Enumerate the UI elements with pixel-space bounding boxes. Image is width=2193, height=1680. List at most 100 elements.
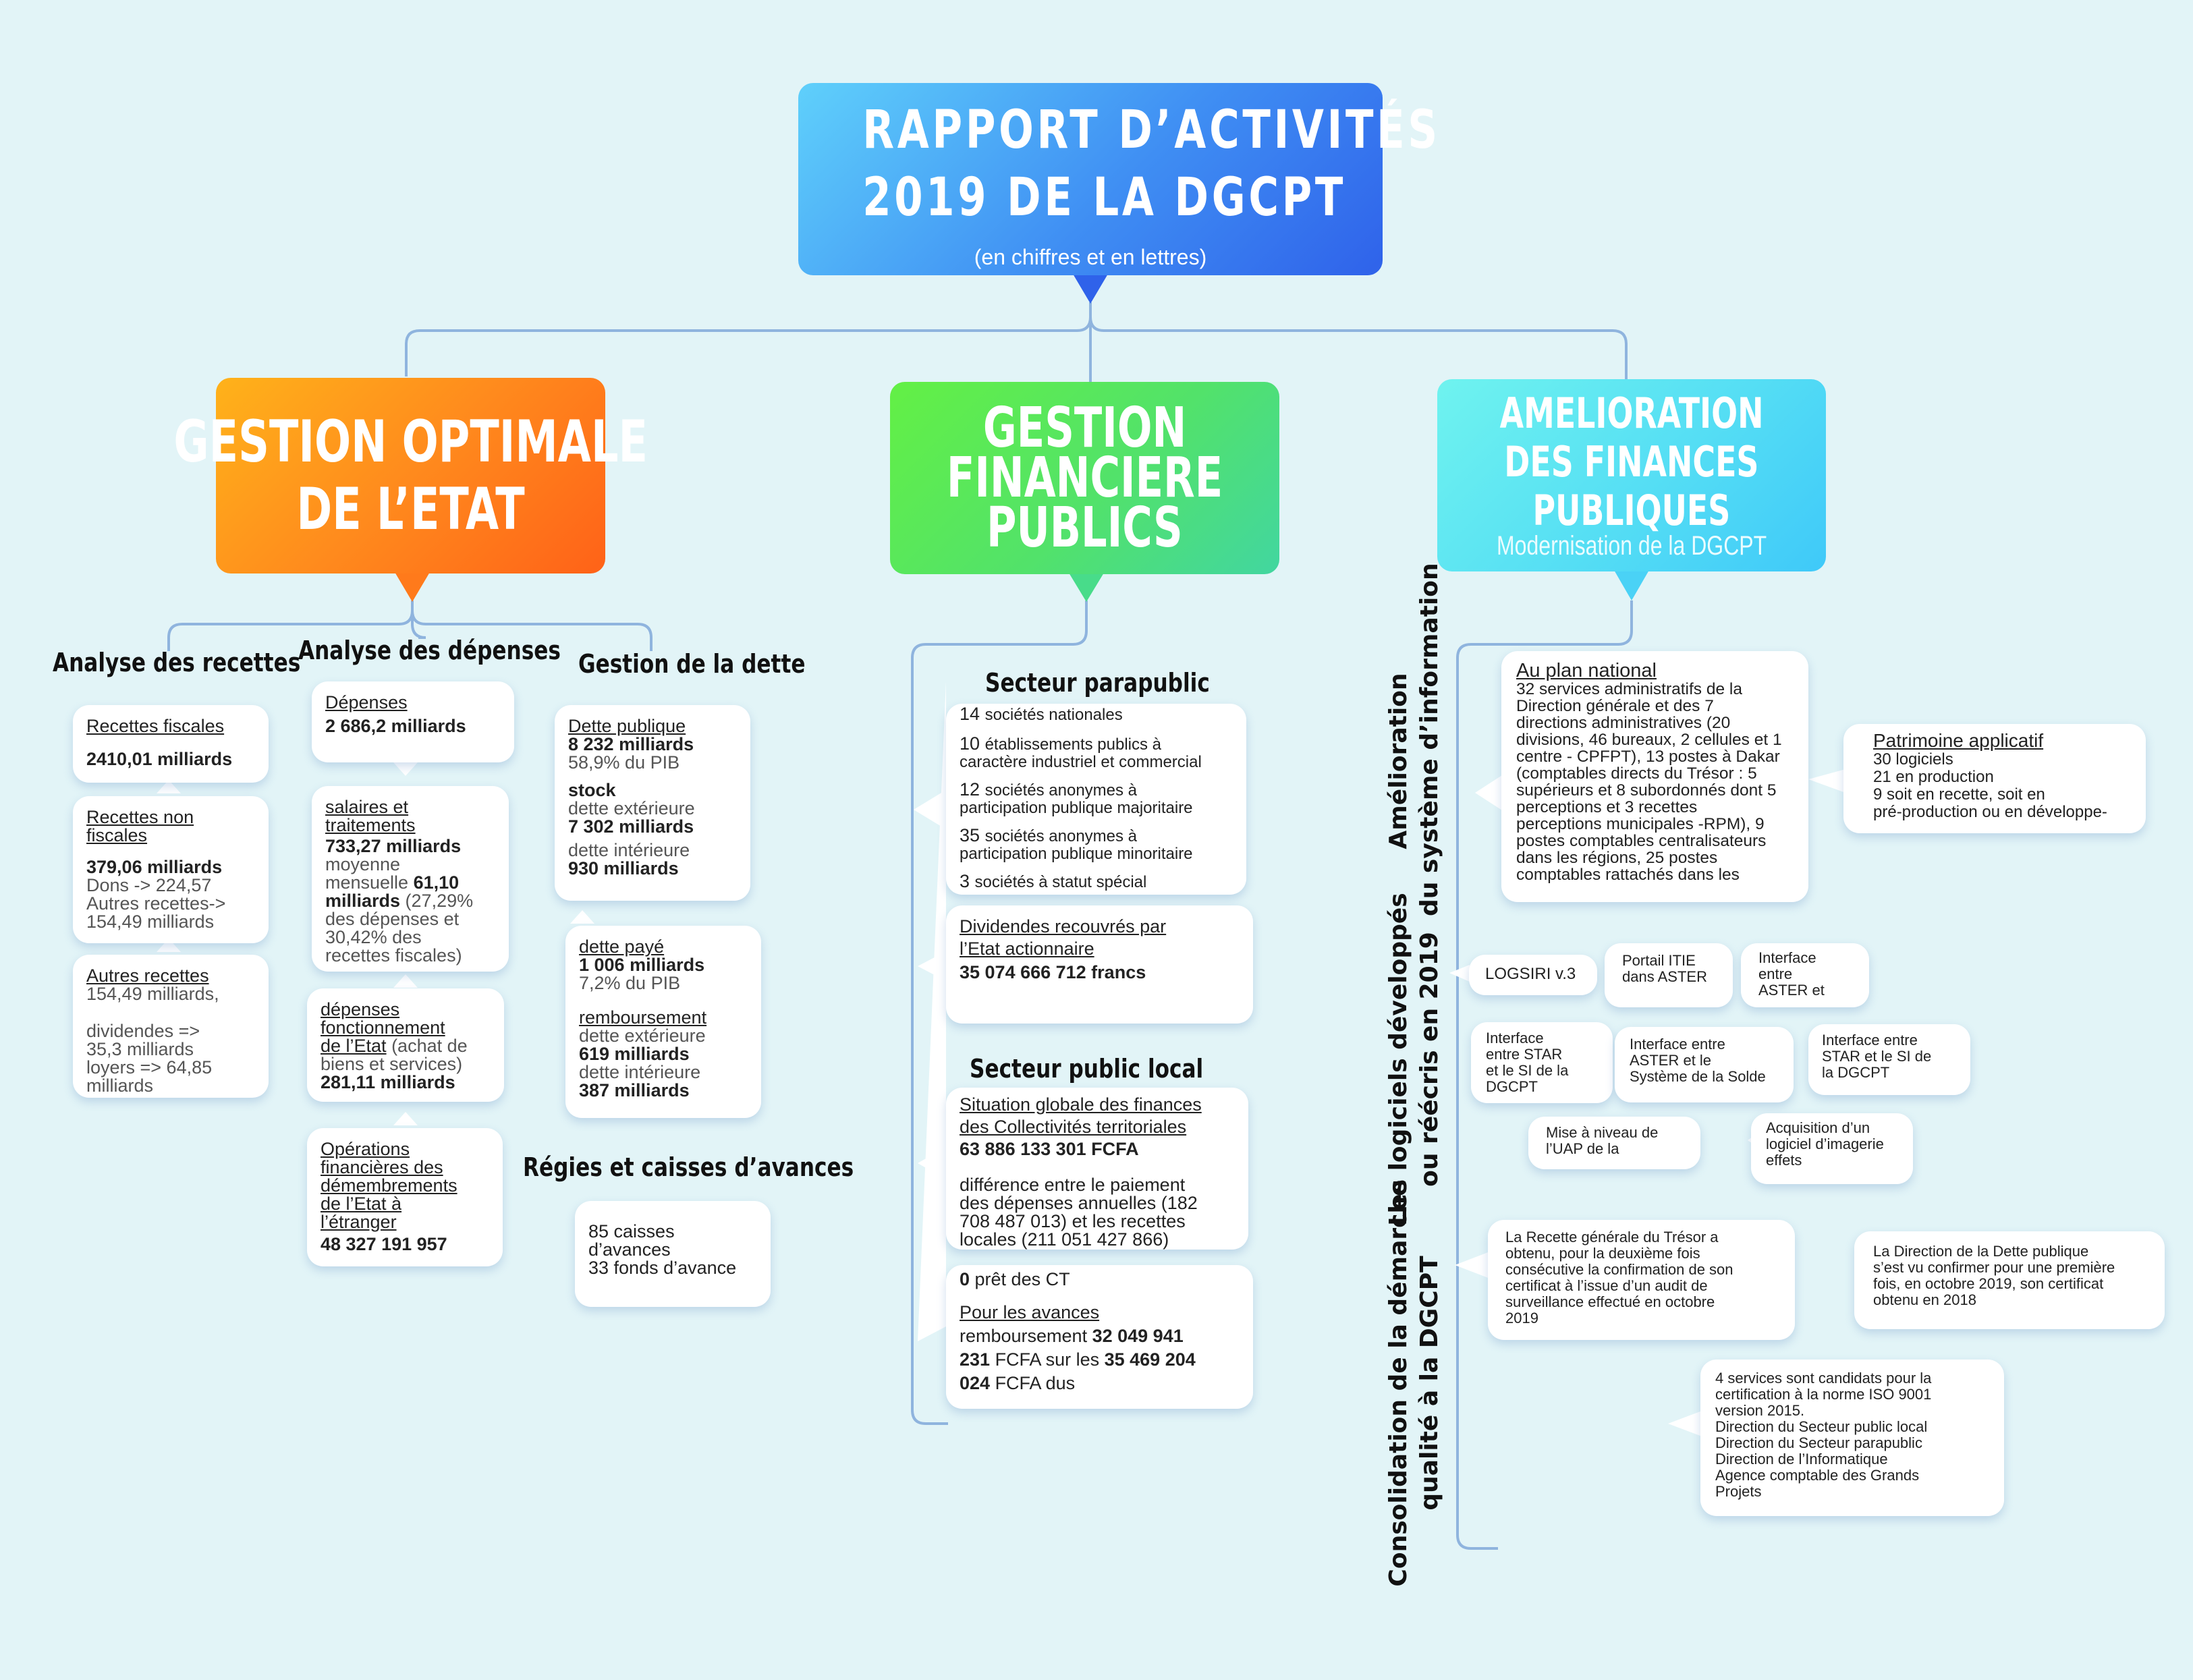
section3-line1: AMELIORATION xyxy=(1499,389,1764,438)
div-value: 35 074 666 712 francs xyxy=(960,962,1146,982)
ops-l4: de l’Etat à xyxy=(321,1194,402,1214)
ddp-line: fois, en octobre 2019, son certificat xyxy=(1873,1275,2104,1292)
para-t-1: établissements publics à xyxy=(984,735,1162,754)
iso-line: Projets xyxy=(1715,1483,1762,1500)
salaires-value: 733,27 milliards xyxy=(325,836,462,856)
iface3-l3: Système de la Solde xyxy=(1630,1068,1766,1085)
para-n-0: 14 xyxy=(960,704,980,724)
depenses-value: 2 686,2 milliards xyxy=(325,716,466,736)
salaires-label1: salaires et xyxy=(325,797,409,817)
card-dette-payee: dette payé 1 006 milliards 7,2% du PIB r… xyxy=(565,926,761,1118)
ar-l5: milliards xyxy=(86,1075,154,1096)
ar-l1: 154,49 milliards, xyxy=(86,984,219,1004)
section-amelioration: AMELIORATION DES FINANCES PUBLIQUES Mode… xyxy=(1437,379,1826,571)
iso-line: version 2015. xyxy=(1715,1402,1805,1419)
ar-l2: dividendes => xyxy=(86,1021,200,1041)
card-interface-solde: Interface entre ASTER et le Système de l… xyxy=(1615,1027,1794,1102)
paye-value: 1 006 milliards xyxy=(579,955,705,975)
national-line: perceptions municipales -RPM), 9 xyxy=(1516,815,1765,833)
sit-d4: locales (211 051 427 866) xyxy=(960,1229,1169,1250)
patri-l3: 9 soit en recette, soit en xyxy=(1873,785,2045,804)
fonct-label3b: (achat de xyxy=(386,1036,468,1056)
ops-value: 48 327 191 957 xyxy=(321,1234,447,1254)
card-iso-9001: 4 services sont candidats pour la certif… xyxy=(1700,1360,2004,1516)
rgt-line: consécutive la confirmation de son xyxy=(1505,1261,1733,1278)
salaires-l3b: (27,29% xyxy=(400,891,474,911)
card-mise-a-niveau-uap: Mise à niveau de l’UAP de la xyxy=(1528,1117,1700,1169)
national-line: dans les régions, 25 postes xyxy=(1516,849,1718,867)
v1-l2: du système d’information xyxy=(1416,563,1443,916)
main-subtitle: (en chiffres et en lettres) xyxy=(974,245,1207,269)
para-n-2: 12 xyxy=(960,779,980,800)
salaires-l2b: 61,10 xyxy=(413,872,460,893)
pret-l4c: 35 469 204 xyxy=(1104,1349,1196,1370)
para-t-3: sociétés anonymes à xyxy=(984,827,1138,845)
card-interface-star-si: Interface entre STAR et le SI de la DGCP… xyxy=(1471,1022,1613,1103)
iface1-l3: ASTER et xyxy=(1758,982,1825,999)
heading-gestion-dette: Gestion de la dette xyxy=(578,649,806,679)
ar-l4: loyers => 64,85 xyxy=(86,1057,213,1077)
rgt-line: certificat à l’issue d’un audit de xyxy=(1505,1277,1708,1294)
card-depenses: Dépenses 2 686,2 milliards xyxy=(312,681,514,762)
iso-line: Direction de l’Informatique xyxy=(1715,1451,1888,1467)
section3-line2: DES FINANCES xyxy=(1504,437,1759,486)
regies-l1: 85 caisses xyxy=(588,1221,675,1241)
para-t-4: sociétés à statut spécial xyxy=(974,873,1147,891)
card-interface-star-dgcpt: Interface entre STAR et le SI de la DGCP… xyxy=(1808,1024,1970,1095)
rnf-autres: Autres recettes-> xyxy=(86,893,226,914)
rnf-value: 379,06 milliards xyxy=(86,857,223,877)
ddp-line: La Direction de la Dette publique xyxy=(1873,1243,2089,1260)
national-line: centre - CPFPT), 13 postes à Dakar xyxy=(1516,748,1780,766)
sit-d2: des dépenses annuelles (182 xyxy=(960,1193,1198,1213)
section1-line1: GESTION OPTIMALE xyxy=(173,408,648,476)
para-t2-1: caractère industriel et commercial xyxy=(960,753,1202,771)
pret-l4b: FCFA sur les xyxy=(990,1349,1105,1370)
patri-l4: pré-production ou en développe- xyxy=(1873,803,2107,821)
iso-line: certification à la norme ISO 9001 xyxy=(1715,1386,1932,1403)
iface2-l3: et le SI de la xyxy=(1486,1062,1569,1079)
fonct-value: 281,11 milliards xyxy=(321,1072,455,1092)
iface2-l4: DGCPT xyxy=(1486,1078,1538,1095)
card-situation-globale: Situation globale des finances des Colle… xyxy=(946,1088,1248,1250)
pret-l1b: prêt des CT xyxy=(970,1269,1070,1289)
card-regies: 85 caisses d’avances 33 fonds d’avance xyxy=(575,1201,771,1307)
pret-l3b: 32 049 941 xyxy=(1092,1326,1184,1346)
section3-line3: PUBLIQUES xyxy=(1532,486,1731,535)
para-n-1: 10 xyxy=(960,733,980,754)
v3-l1: Consolidation de la démarche xyxy=(1385,1179,1412,1587)
national-line: 32 services administratifs de la xyxy=(1516,680,1742,698)
fonct-label1: dépenses xyxy=(321,999,400,1019)
ops-l5: l’étranger xyxy=(321,1212,397,1232)
iface3-l2: ASTER et le xyxy=(1630,1052,1712,1069)
dette-ext: dette extérieure xyxy=(568,798,695,818)
para-t2-2: participation publique majoritaire xyxy=(960,799,1193,817)
para-item: 3 sociétés à statut spécial xyxy=(960,872,1233,891)
national-line: perceptions et 3 recettes xyxy=(1516,798,1698,816)
heading-analyse-depenses: Analyse des dépenses xyxy=(298,636,561,665)
national-label: Au plan national xyxy=(1516,660,1657,681)
paye-ext: dette extérieure xyxy=(579,1026,706,1046)
pret-l2: Pour les avances xyxy=(960,1302,1100,1322)
card-operations: Opérations financières des démembrements… xyxy=(307,1128,503,1266)
card-plan-national: Au plan national 32 services administrat… xyxy=(1501,651,1808,902)
dette-ext-value: 7 302 milliards xyxy=(568,816,694,837)
portail-l2: dans ASTER xyxy=(1622,968,1707,985)
sit-value: 63 886 133 301 FCFA xyxy=(960,1139,1139,1159)
dette-int-value: 930 milliards xyxy=(568,858,679,878)
iso-line: Direction du Secteur parapublic xyxy=(1715,1434,1922,1451)
iface4-l2: STAR et le SI de xyxy=(1822,1048,1932,1065)
rnf-label2: fiscales xyxy=(86,825,148,845)
ops-l3: démembrements xyxy=(321,1175,457,1196)
para-t-2: sociétés anonymes à xyxy=(984,781,1138,800)
card-dividendes: Dividendes recouvrés par l’Etat actionna… xyxy=(946,905,1253,1024)
iface4-l3: la DGCPT xyxy=(1822,1064,1890,1081)
section2-line1: GESTION xyxy=(982,395,1187,460)
rnf-label1: Recettes non xyxy=(86,807,194,827)
national-line: supérieurs et 8 subordonnés dont 5 xyxy=(1516,781,1777,800)
card-fonctionnement: dépenses fonctionnement de l’Etat (achat… xyxy=(307,988,504,1102)
card-direction-dette: La Direction de la Dette publique s’est … xyxy=(1854,1231,2165,1329)
fonct-label2: fonctionnement xyxy=(321,1017,445,1038)
para-n-4: 3 xyxy=(960,871,970,891)
